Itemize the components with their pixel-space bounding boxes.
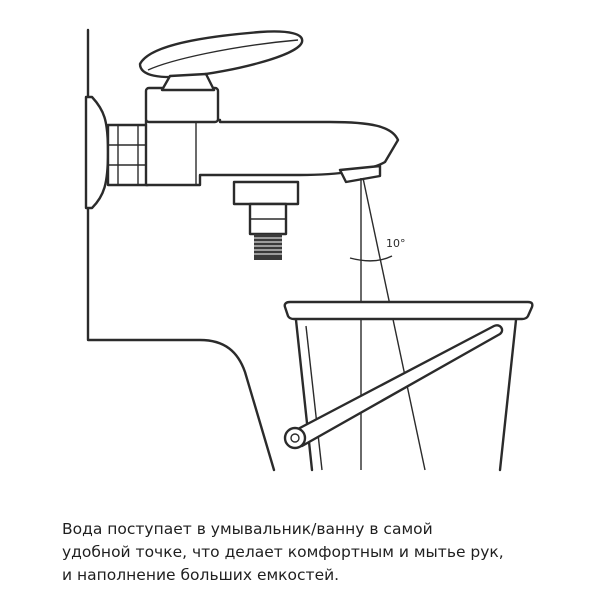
bucket-body bbox=[294, 318, 314, 472]
diverter-fitting bbox=[232, 180, 300, 206]
angle-label: 10° bbox=[386, 237, 406, 250]
angled-stream bbox=[362, 177, 426, 471]
wall-outline bbox=[86, 28, 276, 472]
angle-arc bbox=[349, 255, 393, 262]
eccentric-connector bbox=[106, 123, 150, 187]
caption-text: Вода поступает в умывальник/ванну в само… bbox=[62, 518, 582, 587]
bucket-handle bbox=[294, 324, 504, 448]
handle-neck bbox=[160, 72, 216, 92]
handle-pivot bbox=[283, 426, 307, 450]
wall-flange bbox=[84, 95, 110, 210]
caption-line-3: и наполнение больших емкостей. bbox=[62, 566, 340, 584]
handle-lever bbox=[138, 30, 304, 79]
caption-line-2: удобной точке, что делает комфортным и м… bbox=[62, 543, 504, 561]
valve-cartridge bbox=[144, 86, 220, 124]
faucet-body bbox=[144, 118, 400, 187]
caption-line-1: Вода поступает в умывальник/ванну в само… bbox=[62, 520, 433, 538]
bucket-rim bbox=[283, 300, 534, 321]
faucet-illustration: 10° bbox=[84, 28, 534, 472]
aerator bbox=[338, 164, 382, 184]
